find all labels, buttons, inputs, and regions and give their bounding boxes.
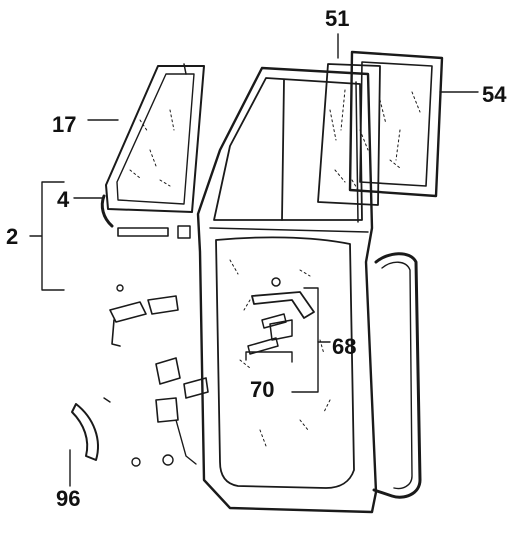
callout-4: 4 xyxy=(57,187,70,212)
callout-17: 17 xyxy=(52,112,77,137)
callout-2: 2 xyxy=(6,224,19,249)
callout-51: 51 xyxy=(325,6,350,31)
callout-96: 96 xyxy=(56,486,81,511)
door-seal xyxy=(372,252,422,499)
weatherstrip-part-4 xyxy=(100,194,114,228)
callout-68: 68 xyxy=(332,334,357,359)
leader-lines xyxy=(29,33,479,487)
vent-window-part-17 xyxy=(105,63,205,213)
callout-70: 70 xyxy=(250,377,275,402)
door-shell xyxy=(196,66,378,514)
callout-54: 54 xyxy=(482,82,507,107)
hinge-hardware xyxy=(109,284,209,467)
handle-set-part-70 xyxy=(247,319,293,355)
regulator-part-68 xyxy=(251,277,315,329)
lower-seal-part-96 xyxy=(71,403,99,461)
vent-pivot-bracket xyxy=(177,225,191,239)
vent-lower-strip xyxy=(117,227,169,237)
